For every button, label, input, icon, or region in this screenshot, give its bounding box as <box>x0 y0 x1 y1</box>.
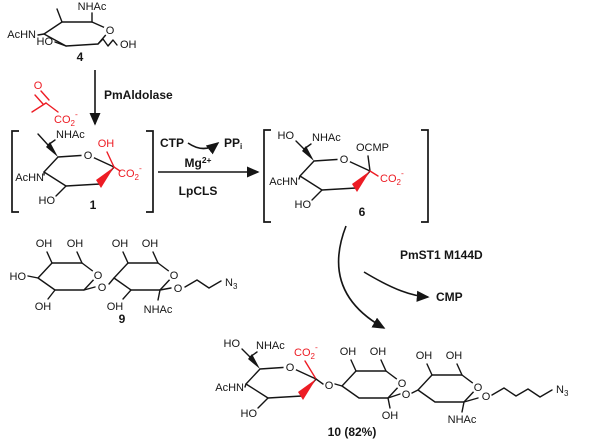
compound-number-1: 1 <box>90 198 97 212</box>
red-wedge-bond <box>352 171 370 192</box>
atom-label-ho: HO <box>37 36 54 48</box>
azide-label: N3 <box>225 277 238 291</box>
atom-label-nhac: NHAc <box>144 304 173 316</box>
atom-label-nhac: NHAc <box>256 340 285 352</box>
atom-label-achn: AcHN <box>269 176 298 188</box>
atom-label-nhac: NHAc <box>448 414 477 426</box>
ring-oxygen-label: O <box>398 378 407 390</box>
glycosidic-oxygen-label: O <box>98 282 107 294</box>
ring-oxygen-label: O <box>170 270 179 282</box>
bracket-left-6 <box>263 129 271 223</box>
compound-4-bonds <box>37 8 118 47</box>
atom-label-oh: OH <box>120 39 137 51</box>
atom-label-ocmp: OCMP <box>356 142 389 154</box>
linker-chain <box>184 279 222 289</box>
atom-label-nhac: NHAc <box>56 129 85 141</box>
ring-oxygen-label: O <box>340 154 349 166</box>
atom-label-oh: OH <box>370 346 387 358</box>
atom-label-achn: AcHN <box>7 29 36 41</box>
atom-label-nhac: NHAc <box>78 1 107 13</box>
ring-oxygen-label: O <box>94 270 103 282</box>
wavy-bond <box>97 38 118 47</box>
reagent-label-ppi: PPi <box>224 136 242 151</box>
glycosidic-oxygen-label: O <box>325 380 334 392</box>
atom-label-ho: HO <box>39 195 56 207</box>
compound-number-4: 4 <box>77 50 84 64</box>
ring-oxygen-label: O <box>474 382 483 394</box>
step-3: PmST1 M144D CMP <box>337 225 483 329</box>
step-2: CTP PPi Mg2+ LpCLS <box>158 136 260 198</box>
curved-arrow-ctp-ppi <box>187 142 220 155</box>
wedge-bond <box>302 146 314 161</box>
azide-label: N3 <box>556 384 569 398</box>
curved-reaction-arrow <box>337 225 386 329</box>
compound-9: O O O O OH OH HO OH OH OH OH NHAc N3 9 <box>10 238 238 326</box>
atom-label-ho-bottom: HO <box>241 408 258 420</box>
pyruvate: O CO2- <box>31 80 78 128</box>
atom-label-oh: OH <box>416 350 433 362</box>
pyruvate-oxygen-label: O <box>34 80 43 92</box>
compound-6-bonds <box>295 140 379 201</box>
enzyme-label-pmaldolase: PmAldolase <box>104 88 173 102</box>
atom-label-achn: AcHN <box>215 382 244 394</box>
ring-oxygen-label: O <box>106 25 115 37</box>
atom-label-ho: HO <box>278 130 295 142</box>
compound-1: O NHAc OH CO2- AcHN HO 1 <box>11 129 154 213</box>
bracket-left-1 <box>11 130 19 213</box>
atom-label-oh: OH <box>36 238 53 250</box>
linker-chain <box>491 387 553 398</box>
curved-arrow-cmp <box>363 271 430 302</box>
atom-label-oh: OH <box>107 301 124 313</box>
atom-label-oh: OH <box>112 238 129 250</box>
atom-label-oh: OH <box>446 350 463 362</box>
step-1: PmAldolase <box>89 70 173 126</box>
carboxylate-label: CO2- <box>118 163 142 182</box>
pyruvate-carboxylate-label: CO2- <box>54 109 78 128</box>
atom-label-ho-bottom: HO <box>295 199 312 211</box>
compound-number-6: 6 <box>359 205 366 219</box>
bracket-right-1 <box>146 130 154 213</box>
reagent-label-mg: Mg2+ <box>184 155 211 170</box>
anomeric-oxygen-label: O <box>482 391 491 403</box>
compound-6: O HO NHAc OCMP CO2- AcHN HO 6 <box>263 129 429 223</box>
atom-label-oh: OH <box>142 238 159 250</box>
compound-4: O NHAc AcHN HO OH 4 <box>7 1 136 64</box>
carboxylate-label: CO2- <box>294 342 318 361</box>
compound-number-9: 9 <box>119 312 126 326</box>
reagent-label-ctp: CTP <box>160 136 184 150</box>
anomeric-oxygen-label: O <box>174 283 183 295</box>
enzyme-label-pmst1: PmST1 M144D <box>400 248 483 262</box>
atom-label-ho: HO <box>10 271 27 283</box>
atom-label-achn: AcHN <box>15 172 44 184</box>
atom-label-oh: OH <box>340 346 357 358</box>
atom-label-oh: OH <box>35 301 52 313</box>
atom-label-nhac: NHAc <box>312 132 341 144</box>
enzyme-label-lpcls: LpCLS <box>179 184 218 198</box>
wedge-bond <box>248 354 260 369</box>
ring-oxygen-label: O <box>84 150 93 162</box>
compound-9-bonds <box>27 251 222 301</box>
red-wedge-bond <box>298 379 316 400</box>
pyruvate-bonds <box>31 90 59 113</box>
red-wedge-bond <box>96 167 114 188</box>
bracket-right-6 <box>421 129 429 223</box>
glycosidic-oxygen-label: O <box>402 389 411 401</box>
ring-oxygen-label: O <box>286 362 295 374</box>
compound-number-10: 10 (82%) <box>328 425 377 439</box>
wedge-bond <box>46 142 58 157</box>
compound-10: O O O O O O HO NHAc CO2- AcHN HO OH OH O… <box>215 338 569 439</box>
carboxylate-label: CO2- <box>380 168 404 187</box>
atom-label-oh-red: OH <box>98 138 115 150</box>
reagent-label-cmp: CMP <box>436 290 463 304</box>
atom-label-oh: OH <box>382 410 399 422</box>
compound-10-bonds <box>241 348 553 413</box>
atom-label-oh: OH <box>67 238 84 250</box>
atom-label-ho: HO <box>224 338 241 350</box>
compound-1-bonds <box>37 133 121 197</box>
